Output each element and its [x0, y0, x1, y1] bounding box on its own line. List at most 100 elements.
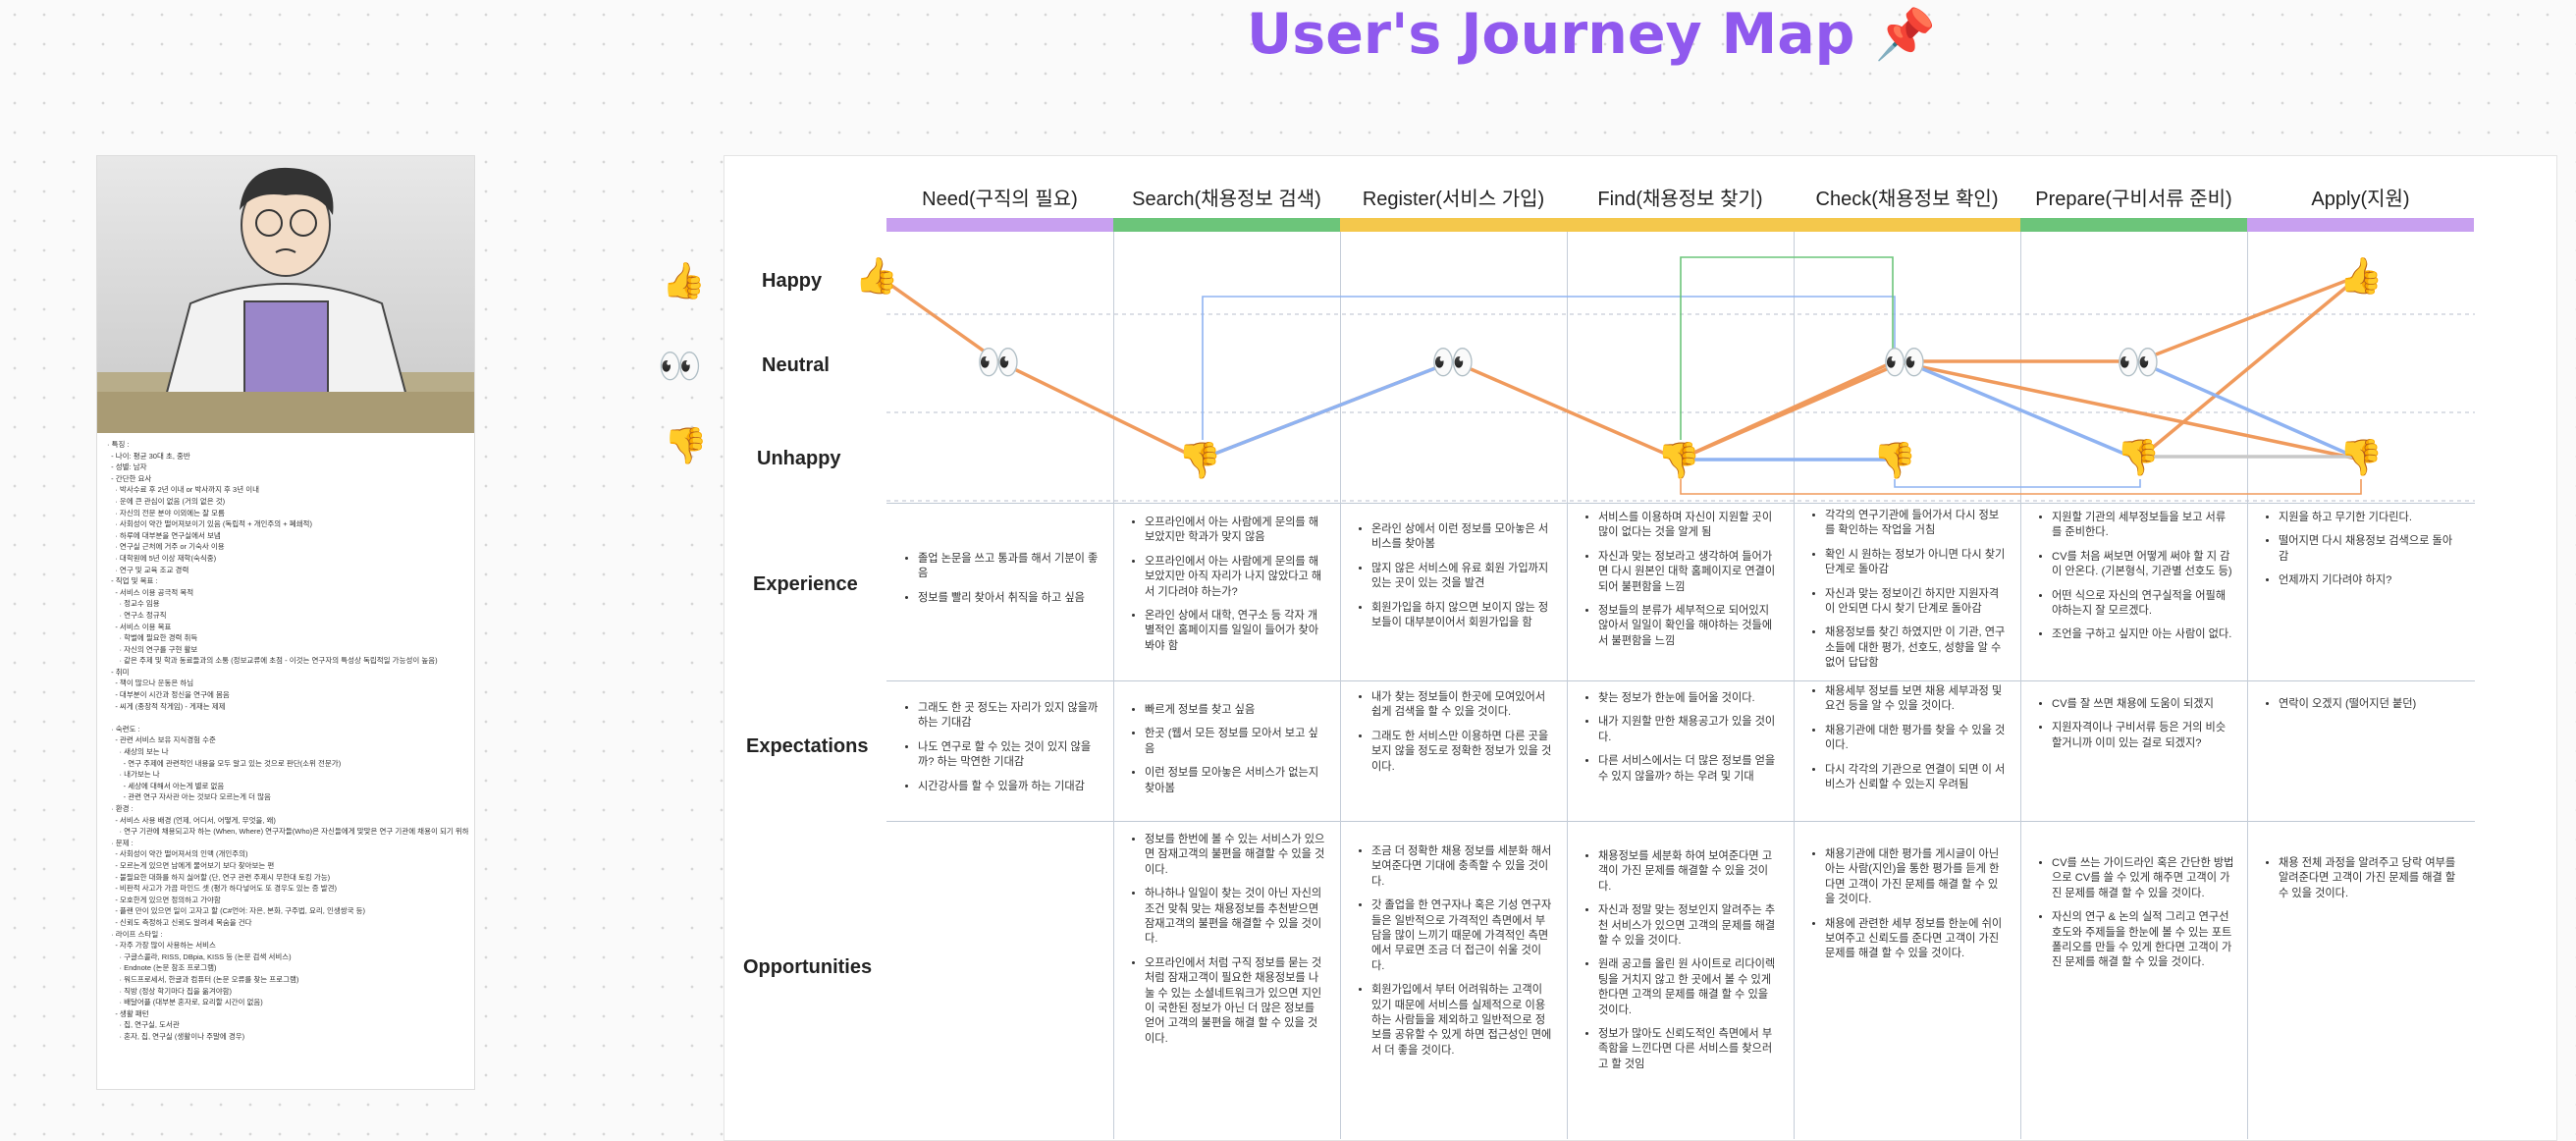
stage-header: Apply(지원): [2311, 189, 2410, 210]
row-label-happy: Happy: [762, 270, 823, 292]
row-label-neutral: Neutral: [762, 354, 830, 376]
experience-cell-item: 온라인 상에서 이런 정보를 모아놓은 서비스를 찾아봄: [1371, 522, 1554, 553]
opportunities-cell: 채용 전체 과정을 알려주고 당락 여부를 알려준다면 고객이 가진 문제를 해…: [2265, 856, 2461, 910]
experience-cell-item: 자신과 맞는 정보이긴 하지만 지원자격이 안되면 다시 찾기 단계로 돌아감: [1825, 587, 2008, 618]
journey-loop-connector: [1680, 479, 2362, 495]
column-divider: [1794, 232, 1795, 1139]
experience-cell-item: 지원할 기관의 세부정보들을 보고 서류를 준비한다.: [2052, 511, 2234, 541]
stage-header: Find(채용정보 찾기): [1597, 189, 1763, 210]
opportunities-cell-item: 정보가 많아도 신뢰도적인 측면에서 부족함을 느낀다면 다른 서비스를 찾으러…: [1598, 1027, 1781, 1072]
journey-alt-line: [1904, 359, 2139, 462]
journey-board: [724, 155, 2557, 1141]
eyes-icon: 👀: [658, 346, 702, 386]
journey-marker-thumbs-down-icon: 👎: [1873, 440, 1917, 480]
persona-description: · 특징 : - 나이: 평균 30대 초, 중반 - 성별: 남자 - 간단한…: [107, 440, 468, 1041]
expectations-cell-item: 그래도 한 곳 정도는 자리가 있지 않을까 하는 기대감: [918, 701, 1100, 732]
opportunities-cell: 채용정보를 세분화 하여 보여준다면 고객이 가진 문제를 해결할 수 있을 것…: [1584, 849, 1781, 1081]
stage-header: Register(서비스 가입): [1362, 189, 1545, 210]
journey-loop-connector: [1680, 256, 1894, 440]
experience-cell-item: 언제까지 기다려야 하지?: [2279, 573, 2461, 588]
stage-color-bar: [2247, 218, 2474, 232]
expectations-cell-item: 한곳 (웹서 모든 정보를 모아서 보고 싶음: [1145, 727, 1327, 757]
experience-cell: 온라인 상에서 이런 정보를 모아놓은 서비스를 찾아봄많지 않은 서비스에 유…: [1358, 522, 1554, 639]
opportunities-cell-item: 조금 더 정확한 채용 정보를 세분화 해서 보여준다면 기대에 충족할 수 있…: [1371, 844, 1554, 890]
row-label-unhappy: Unhappy: [757, 448, 841, 469]
expectations-cell-item: 나도 연구로 할 수 있는 것이 있지 않을까? 하는 막연한 기대감: [918, 740, 1100, 771]
expectations-cell: 그래도 한 곳 정도는 자리가 있지 않을까 하는 기대감나도 연구로 할 수 …: [904, 701, 1100, 803]
column-divider: [1340, 232, 1341, 1139]
experience-cell-item: 조언을 구하고 싶지만 아는 사람이 없다.: [2052, 627, 2234, 642]
journey-marker-thumbs-down-icon: 👎: [2117, 437, 2161, 477]
experience-cell-item: 자신과 맞는 정보라고 생각하여 들어가면 다시 원본인 대학 홈페이지로 연결…: [1598, 550, 1781, 595]
row-divider: [886, 821, 2475, 822]
journey-alt-line: [2137, 359, 2362, 462]
stage-color-bar: [1567, 218, 1794, 232]
stage-header: Search(채용정보 검색): [1132, 189, 1321, 210]
experience-cell-item: CV를 처음 써보면 어떻게 써야 할 지 감이 안온다. (기본형식, 기관별…: [2052, 550, 2234, 580]
expectations-cell: 채용세부 정보를 보면 채용 세부과정 및 요건 등을 알 수 있을 것이다.채…: [1811, 684, 2008, 801]
experience-cell-item: 많지 않은 서비스에 유료 회원 가입까지 있는 곳이 있는 것을 발견: [1371, 562, 1554, 592]
stage-color-bar: [886, 218, 1113, 232]
experience-cell-item: 지원을 하고 무기한 기다린다.: [2279, 511, 2461, 525]
expectations-cell-item: 그래도 한 서비스만 이용하면 다른 곳을 보지 않을 정도로 정확한 정보가 …: [1371, 730, 1554, 775]
journey-marker-eyes-icon: 👀: [1431, 342, 1476, 382]
journey-alt-line: [1199, 359, 1454, 462]
column-divider: [2020, 232, 2021, 1139]
experience-cell-item: 온라인 상에서 대학, 연구소 등 각자 개별적인 홈페이지를 일일이 들어가 …: [1145, 609, 1327, 654]
opportunities-cell-item: 하나하나 일일이 찾는 것이 아닌 자신의 조건 맞춰 맞는 채용정보를 추천받…: [1145, 887, 1327, 948]
pushpin-icon: 📌: [1874, 7, 1936, 62]
stage-color-bar: [1113, 218, 1340, 232]
experience-cell: 졸업 논문을 쓰고 통과를 해서 기분이 좋음정보를 빨리 찾아서 취직을 하고…: [904, 552, 1100, 615]
opportunities-cell: 조금 더 정확한 채용 정보를 세분화 해서 보여준다면 기대에 충족할 수 있…: [1358, 844, 1554, 1067]
journey-marker-thumbs-up-icon: 👍: [855, 255, 899, 296]
experience-cell: 각각의 연구기관에 들어가서 다시 정보를 확인하는 작업을 거침확인 시 원하…: [1811, 509, 2008, 680]
opportunities-cell-item: CV를 쓰는 가이드라인 혹은 간단한 방법으로 CV를 쓸 수 있게 해주면 …: [2052, 856, 2234, 901]
journey-marker-eyes-icon: 👀: [2117, 342, 2161, 382]
experience-cell: 오프라인에서 아는 사람에게 문의를 해 보았지만 학과가 맞지 않음오프라인에…: [1131, 516, 1327, 663]
experience-cell-item: 졸업 논문을 쓰고 통과를 해서 기분이 좋음: [918, 552, 1100, 582]
expectations-cell-item: 찾는 정보가 한눈에 들어올 것이다.: [1598, 691, 1781, 706]
row-divider: [886, 680, 2475, 681]
expectations-cell: 내가 찾는 정보들이 한곳에 모여있어서 쉽게 검색을 할 수 있을 것이다. 그…: [1358, 690, 1554, 784]
row-label-experience: Experience: [753, 573, 858, 595]
row-label-opportunities: Opportunities: [743, 956, 873, 978]
journey-marker-thumbs-up-icon: 👍: [2339, 255, 2384, 296]
thumbs-up-icon: 👍: [662, 260, 706, 300]
stage-header: Prepare(구비서류 준비): [2035, 189, 2232, 210]
opportunities-cell-item: 채용기관에 대한 평가를 게시글이 아닌 아는 사람(지인)을 통한 평가를 듣…: [1825, 847, 2008, 908]
opportunities-cell-item: 회원가입에서 부터 어려워하는 고객이 있기 때문에 서비스를 실제적으로 이용…: [1371, 983, 1554, 1059]
column-divider: [2247, 232, 2248, 1139]
stage-color-bar: [2020, 218, 2247, 232]
journey-loop-connector: [1894, 479, 2141, 488]
journey-branch-line: [1678, 359, 1896, 462]
expectations-cell: 연락이 오겠지 (떨어지던 붙던): [2265, 697, 2461, 721]
experience-cell-item: 오프라인에서 아는 사람에게 문의를 해 보았지만 학과가 맞지 않음: [1145, 516, 1327, 546]
experience-cell-item: 회원가입을 하지 않으면 보이지 않는 정보들이 대부분이어서 회원가입을 함: [1371, 601, 1554, 631]
persona-illustration: [97, 156, 474, 433]
journey-loop-connector: [1202, 296, 1896, 440]
stage-header: Check(채용정보 확인): [1815, 189, 1999, 210]
experience-cell: 서비스를 이용하며 자신이 지원할 곳이 많이 없다는 것을 알게 됨자신과 맞…: [1584, 511, 1781, 658]
experience-cell-item: 정보를 빨리 찾아서 취직을 하고 싶음: [918, 591, 1100, 606]
opportunities-cell-item: 채용정보를 세분화 하여 보여준다면 고객이 가진 문제를 해결할 수 있을 것…: [1598, 849, 1781, 895]
expectations-cell-item: 다른 서비스에서는 더 많은 정보를 얻을 수 있지 않을까? 하는 우려 및 …: [1598, 754, 1781, 785]
opportunities-cell: CV를 쓰는 가이드라인 혹은 간단한 방법으로 CV를 쓸 수 있게 해주면 …: [2038, 856, 2234, 980]
experience-cell-item: 어떤 식으로 자신의 연구실적을 어필해야하는지 잘 모르겠다.: [2052, 589, 2234, 620]
stage-color-bar: [1794, 218, 2020, 232]
thumbs-down-icon: 👎: [664, 425, 708, 465]
opportunities-cell-item: 오프라인에서 처럼 구직 정보를 묻는 것 처럼 잠재고객이 필요한 채용정보를…: [1145, 956, 1327, 1047]
experience-cell-item: 오프라인에서 아는 사람에게 문의를 해 보았지만 아직 자리가 나지 않았다고…: [1145, 555, 1327, 600]
experience-cell: 지원을 하고 무기한 기다린다.떨어지면 다시 채용정보 검색으로 돌아감언제까…: [2265, 511, 2461, 598]
column-divider: [1113, 232, 1114, 1139]
expectations-cell: 찾는 정보가 한눈에 들어올 것이다.내가 지원할 만한 채용공고가 있을 것이…: [1584, 691, 1781, 793]
journey-marker-thumbs-down-icon: 👎: [1178, 440, 1222, 480]
experience-cell-item: 서비스를 이용하며 자신이 지원할 곳이 많이 없다는 것을 알게 됨: [1598, 511, 1781, 541]
expectations-cell: 빠르게 정보를 찾고 싶음한곳 (웹서 모든 정보를 모아서 보고 싶음이런 정…: [1131, 703, 1327, 805]
journey-marker-thumbs-down-icon: 👎: [1657, 440, 1701, 480]
expectations-cell-item: 내가 찾는 정보들이 한곳에 모여있어서 쉽게 검색을 할 수 있을 것이다.: [1371, 690, 1554, 721]
expectations-cell-item: CV를 잘 쓰면 채용에 도움이 되겠지: [2052, 697, 2234, 712]
page-title: User's Journey Map: [1247, 2, 1855, 67]
row-divider: [886, 503, 2475, 504]
opportunities-cell-item: 원래 공고를 올린 원 사이트로 리다이렉팅을 거치지 않고 한 곳에서 볼 수…: [1598, 957, 1781, 1018]
